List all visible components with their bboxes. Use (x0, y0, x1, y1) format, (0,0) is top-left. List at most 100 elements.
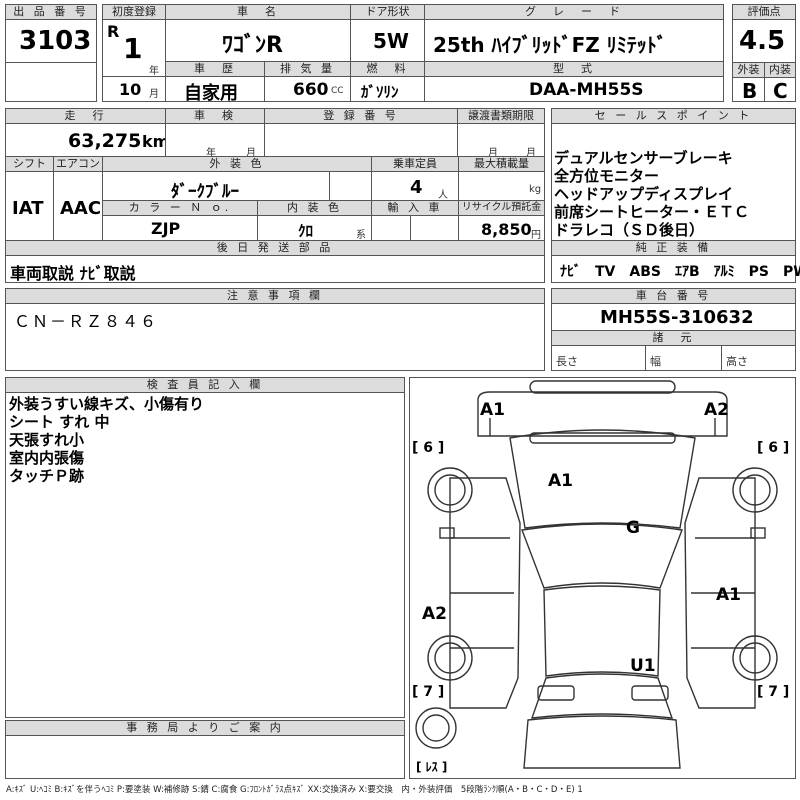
interior-grade-header: 内装 (764, 62, 796, 78)
aircon-header: エアコン (53, 156, 103, 172)
exterior-grade-value: B (742, 79, 758, 103)
score-cell: 4.5 (732, 19, 796, 63)
transfer-deadline-header: 譲渡書類期限 (457, 108, 545, 124)
lot-no-blank (5, 62, 97, 102)
reg-year-value: 1 (123, 32, 143, 65)
damage-mark: A2 (422, 604, 447, 624)
inspector-note: タッチＰ跡 (9, 467, 85, 485)
car-name-header: 車 名 (165, 4, 351, 20)
damage-mark: G (626, 518, 640, 538)
sales-point-cell: デュアルセンサーブレーキ 全方位モニター ヘッドアップディスプレイ 前席シートヒ… (551, 123, 796, 241)
transfer-day-unit: 月 (526, 148, 536, 159)
kei-unit: 系 (356, 230, 366, 241)
std-equipment-header: 純 正 装 備 (551, 240, 796, 256)
inspector-note: 天張すれ小 (9, 431, 85, 449)
sales-point-item: ヘッドアップディスプレイ (554, 185, 733, 203)
door-value: 5W (373, 29, 409, 53)
damage-mark: A2 (704, 400, 729, 420)
sales-point-header: セ ー ル ス ポ イ ン ト (551, 108, 796, 124)
history-header: 車 歴 (165, 61, 265, 77)
notes-value: ＣＮ－ＲＺ８４６ (14, 312, 159, 331)
mileage-header: 走 行 (5, 108, 166, 124)
grade-value: 25th ﾊｲﾌﾞﾘｯﾄﾞFZ ﾘﾐﾃｯﾄﾞ (433, 33, 667, 57)
legend-text: A:ｷｽﾞ U:ﾍｺﾐ B:ｷｽﾞを伴うﾍｺﾐ P:要塗装 W:補修跡 S:錆 … (6, 785, 583, 795)
capacity-header: 乗車定員 (371, 156, 459, 172)
specs-header: 諸 元 (551, 330, 796, 346)
mileage-cell: 63,275 km (5, 123, 170, 157)
interior-grade-value: C (773, 79, 788, 103)
recycle-cell: 8,850 円 (458, 215, 545, 241)
inspector-note: シート すれ 中 (9, 413, 110, 431)
door-cell: 5W (350, 19, 425, 62)
month-unit: 月 (149, 89, 159, 100)
max-load-header: 最大積載量 (458, 156, 545, 172)
shift-value: IAT (12, 198, 44, 219)
specs-length-cell: 長さ (551, 345, 646, 371)
car-name-value: ﾜｺﾞﾝR (222, 33, 283, 58)
displacement-cell: 660 CC (264, 76, 351, 102)
notes-header: 注 意 事 項 欄 (5, 288, 545, 304)
aircon-value: AAC (60, 198, 102, 219)
sales-point-item: 前席シートヒーター・ＥＴＣ (554, 203, 750, 221)
fuel-value: ｶﾞｿﾘﾝ (361, 83, 399, 101)
fuel-header: 燃 料 (350, 61, 425, 77)
model-code-header: 型 式 (424, 61, 724, 77)
score-header: 評価点 (732, 4, 796, 20)
inspection-month-unit: 月 (246, 148, 256, 159)
import-cell-b (410, 215, 459, 241)
ext-color-value: ﾀﾞｰｸﾌﾞﾙｰ (171, 182, 239, 202)
recycle-header: リサイクル預託金 (458, 200, 545, 216)
aircon-cell: AAC (53, 171, 103, 241)
transfer-month-unit: 月 (488, 148, 498, 159)
era-value: R (107, 22, 120, 41)
lot-no-header: 出 品 番 号 (5, 4, 97, 20)
car-name-cell: ﾜｺﾞﾝR (165, 19, 351, 62)
chassis-no-value: MH55S-310632 (600, 307, 754, 328)
km-unit: km (142, 132, 170, 151)
int-color-header: 内 装 色 (257, 200, 372, 216)
yen-unit: 円 (531, 230, 541, 241)
shift-header: シフト (5, 156, 54, 172)
reg-month-value: 10 (119, 80, 142, 99)
specs-height-cell: 高さ (721, 345, 796, 371)
int-color-value: ｸﾛ (298, 222, 314, 240)
ext-color-header: 外 装 色 (102, 156, 372, 172)
width-label: 幅 (650, 355, 661, 368)
damage-mark: A1 (480, 400, 505, 420)
exterior-grade-cell: B (732, 77, 765, 103)
office-header: 事 務 局 よ り ご 案 内 (5, 720, 405, 736)
specs-width-cell: 幅 (645, 345, 722, 371)
mileage-value: 63,275 (68, 130, 142, 152)
sales-point-item: デュアルセンサーブレーキ (554, 149, 733, 167)
lot-no-value: 3103 (19, 26, 92, 56)
length-label: 長さ (556, 355, 578, 368)
max-load-cell: kg (458, 171, 545, 201)
ext-color-cell: ﾀﾞｰｸﾌﾞﾙｰ (102, 171, 330, 202)
chassis-no-header: 車 台 番 号 (551, 288, 796, 304)
grade-cell: 25th ﾊｲﾌﾞﾘｯﾄﾞFZ ﾘﾐﾃｯﾄﾞ (424, 19, 724, 62)
color-no-value: ZJP (151, 219, 181, 238)
capacity-value: 4 (410, 177, 423, 198)
model-code-value: DAA-MH55S (529, 80, 644, 100)
transfer-deadline-cell: 月 月 (457, 123, 545, 159)
lot-no-cell: 3103 (5, 19, 97, 63)
exterior-grade-header: 外装 (732, 62, 765, 78)
inspector-note: 外装うすい線キズ、小傷有り (9, 395, 205, 413)
std-equipment-value: ﾅﾋﾞ TV ABS ｴｱB ｱﾙﾐ PS PW (560, 264, 800, 280)
capacity-cell: 4 人 (371, 171, 459, 201)
door-header: ドア形状 (350, 4, 425, 20)
displacement-header: 排 気 量 (264, 61, 351, 77)
person-unit: 人 (438, 190, 448, 201)
notes-cell: ＣＮ－ＲＺ８４６ (5, 303, 545, 371)
car-diagram (415, 380, 778, 769)
inspection-year-unit: 年 (206, 148, 216, 159)
year-unit: 年 (149, 66, 159, 77)
reg-no-header: 登 録 番 号 (264, 108, 458, 124)
damage-mark: A1 (548, 471, 573, 491)
later-parts-cell: 車両取説 ﾅﾋﾞ取説 (5, 255, 545, 283)
history-cell: 自家用 (165, 76, 265, 104)
color-no-header: カ ラ ー Ｎ ｏ. (102, 200, 258, 216)
history-value: 自家用 (184, 83, 238, 104)
damage-mark: A1 (716, 585, 741, 605)
first-reg-header: 初度登録 (102, 4, 166, 20)
